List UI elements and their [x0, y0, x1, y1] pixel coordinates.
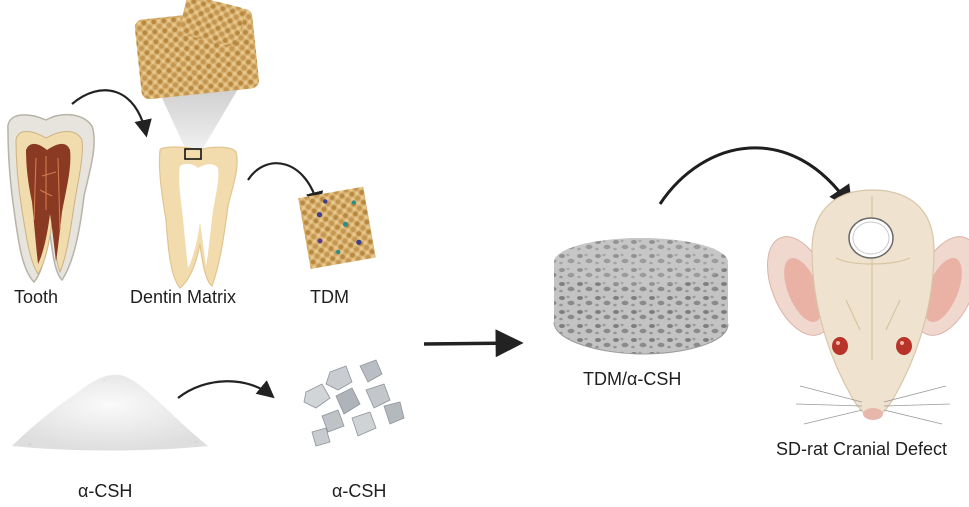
rat-head-icon: [767, 189, 969, 425]
csh-powder-label: α-CSH: [78, 481, 133, 501]
arrow-scaffold-to-rat: [658, 146, 853, 210]
scaffold-disc-icon: [553, 238, 729, 355]
arrow-tooth-to-matrix: [71, 89, 152, 138]
tdm-label: TDM: [310, 287, 349, 307]
tooth-label: Tooth: [14, 287, 59, 307]
arrow-to-scaffold: [423, 329, 524, 358]
tooth-icon: [7, 113, 95, 284]
rat-label: SD-rat Cranial Defect: [776, 439, 948, 459]
csh-crystals-label: α-CSH: [332, 481, 387, 501]
powder-pile-icon: [12, 374, 208, 451]
dentin-matrix-icon: [134, 0, 259, 289]
dentin-matrix-label: Dentin Matrix: [130, 287, 237, 307]
scaffold-label: TDM/α-CSH: [583, 369, 682, 389]
arrow-matrix-to-tdm: [247, 162, 324, 210]
crystals-icon: [303, 359, 405, 447]
arrow-powder-to-crystals: [177, 380, 275, 399]
tdm-block-icon: [298, 186, 376, 270]
